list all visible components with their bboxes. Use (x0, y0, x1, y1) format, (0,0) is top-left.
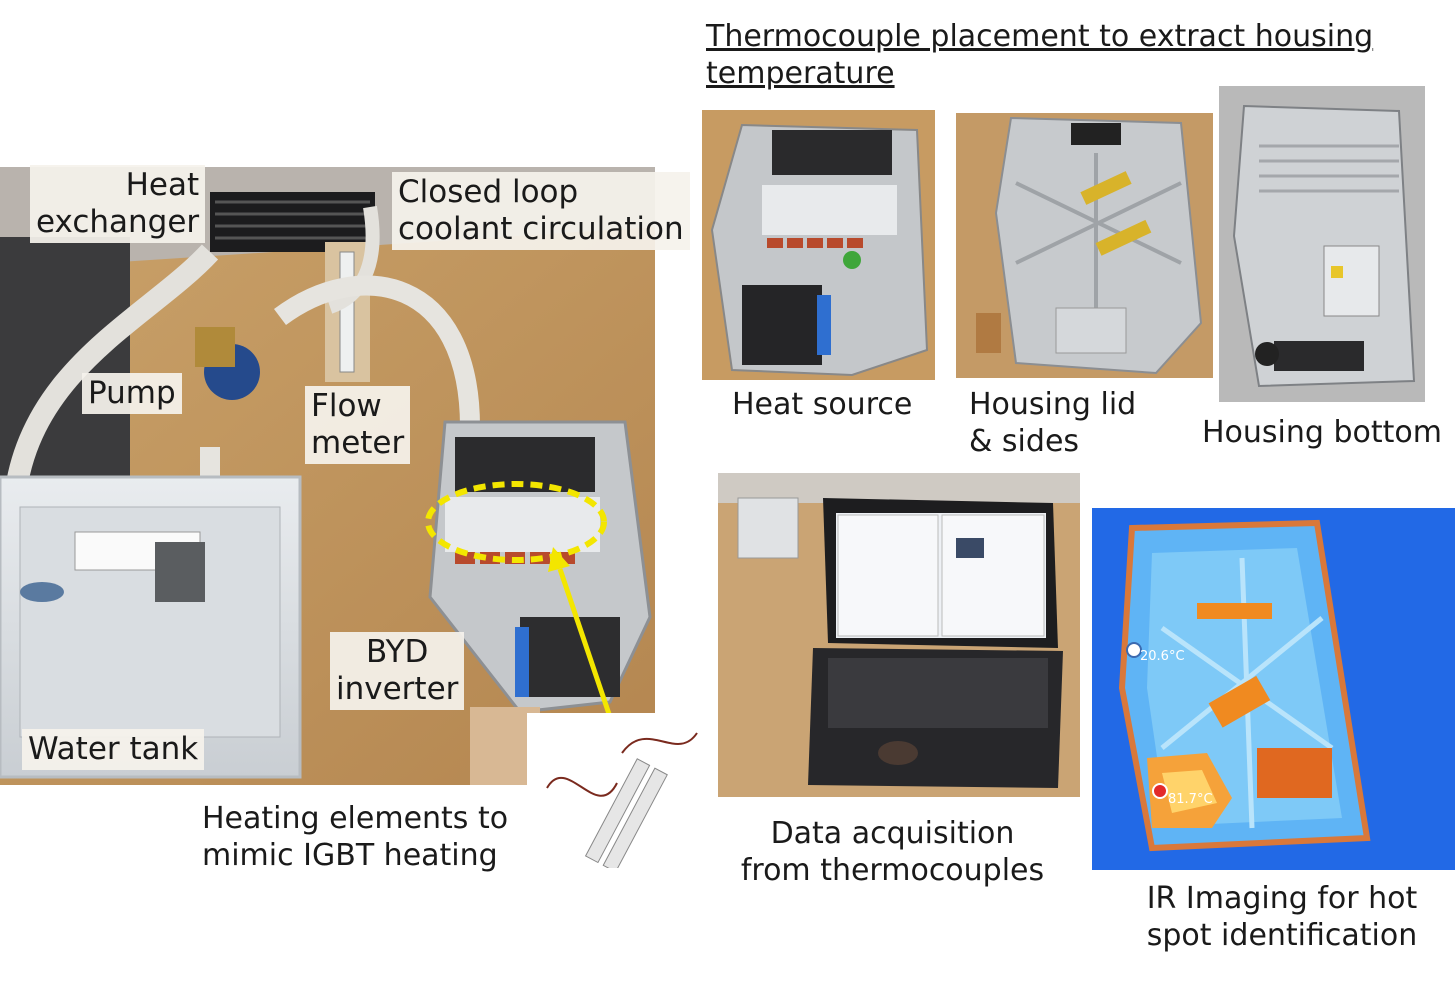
label-byd-inverter-line2: inverter (336, 671, 459, 707)
label-water-tank-text: Water tank (28, 731, 199, 767)
caption-housing-lid-line1: Housing lid (969, 387, 1137, 422)
caption-heat-source: Heat source (732, 387, 913, 422)
caption-ir-imaging-line1: IR Imaging for hot (1146, 881, 1418, 916)
caption-housing-lid: Housing lid & sides (969, 386, 1136, 460)
label-heat-exchanger-line1: Heat (125, 167, 200, 203)
label-flow-meter-line2: meter (311, 425, 405, 461)
ir-reading-cool: 20.6°C (1140, 649, 1185, 664)
laptop-illustration (718, 473, 1080, 797)
label-heat-exchanger: Heat exchanger (30, 165, 206, 243)
heating-elements-illustration (546, 732, 698, 868)
heat-source-photo (702, 110, 935, 380)
pointer-arrow (557, 568, 613, 718)
caption-housing-bottom: Housing bottom (1202, 415, 1442, 450)
label-flow-meter: Flow meter (305, 386, 411, 464)
caption-data-acquisition: Data acquisition from thermocouples (730, 815, 1055, 889)
data-acquisition-photo (718, 473, 1080, 797)
label-pump: Pump (82, 373, 182, 414)
caption-ir-imaging: IR Imaging for hot spot identification (1132, 880, 1432, 954)
housing-lid-photo (956, 113, 1213, 378)
caption-data-acquisition-line1: Data acquisition (770, 816, 1015, 851)
housing-bottom-photo (1219, 86, 1425, 402)
caption-heating-elements-line2: mimic IGBT heating (202, 838, 498, 873)
ir-thermal-illustration (1092, 508, 1455, 870)
label-byd-inverter-line1: BYD (366, 634, 429, 670)
caption-ir-imaging-line2: spot identification (1146, 918, 1418, 953)
caption-heating-elements-line1: Heating elements to (202, 801, 509, 836)
caption-heating-elements: Heating elements to mimic IGBT heating (202, 800, 508, 874)
heating-elements-photo (527, 713, 707, 868)
caption-housing-lid-line2: & sides (969, 424, 1080, 459)
label-flow-meter-line1: Flow (311, 388, 382, 424)
heat-source-illustration (702, 110, 935, 380)
main-setup-photo (0, 167, 655, 785)
ir-reading-hot: 81.7°C (1168, 792, 1213, 807)
label-closed-loop-line1: Closed loop (398, 174, 579, 210)
highlight-ellipse (425, 481, 607, 563)
label-heat-exchanger-line2: exchanger (36, 204, 200, 240)
housing-lid-illustration (956, 113, 1213, 378)
label-closed-loop: Closed loop coolant circulation (392, 172, 690, 250)
page-heading: Thermocouple placement to extract housin… (706, 19, 1374, 91)
caption-data-acquisition-line2: from thermocouples (740, 853, 1045, 888)
label-pump-text: Pump (88, 375, 176, 411)
main-setup-illustration (0, 167, 655, 785)
housing-bottom-illustration (1219, 86, 1425, 402)
label-closed-loop-line2: coolant circulation (398, 211, 684, 247)
ir-thermal-photo: 20.6°C 81.7°C (1092, 508, 1455, 870)
label-water-tank: Water tank (22, 729, 205, 770)
label-byd-inverter: BYD inverter (330, 632, 465, 710)
